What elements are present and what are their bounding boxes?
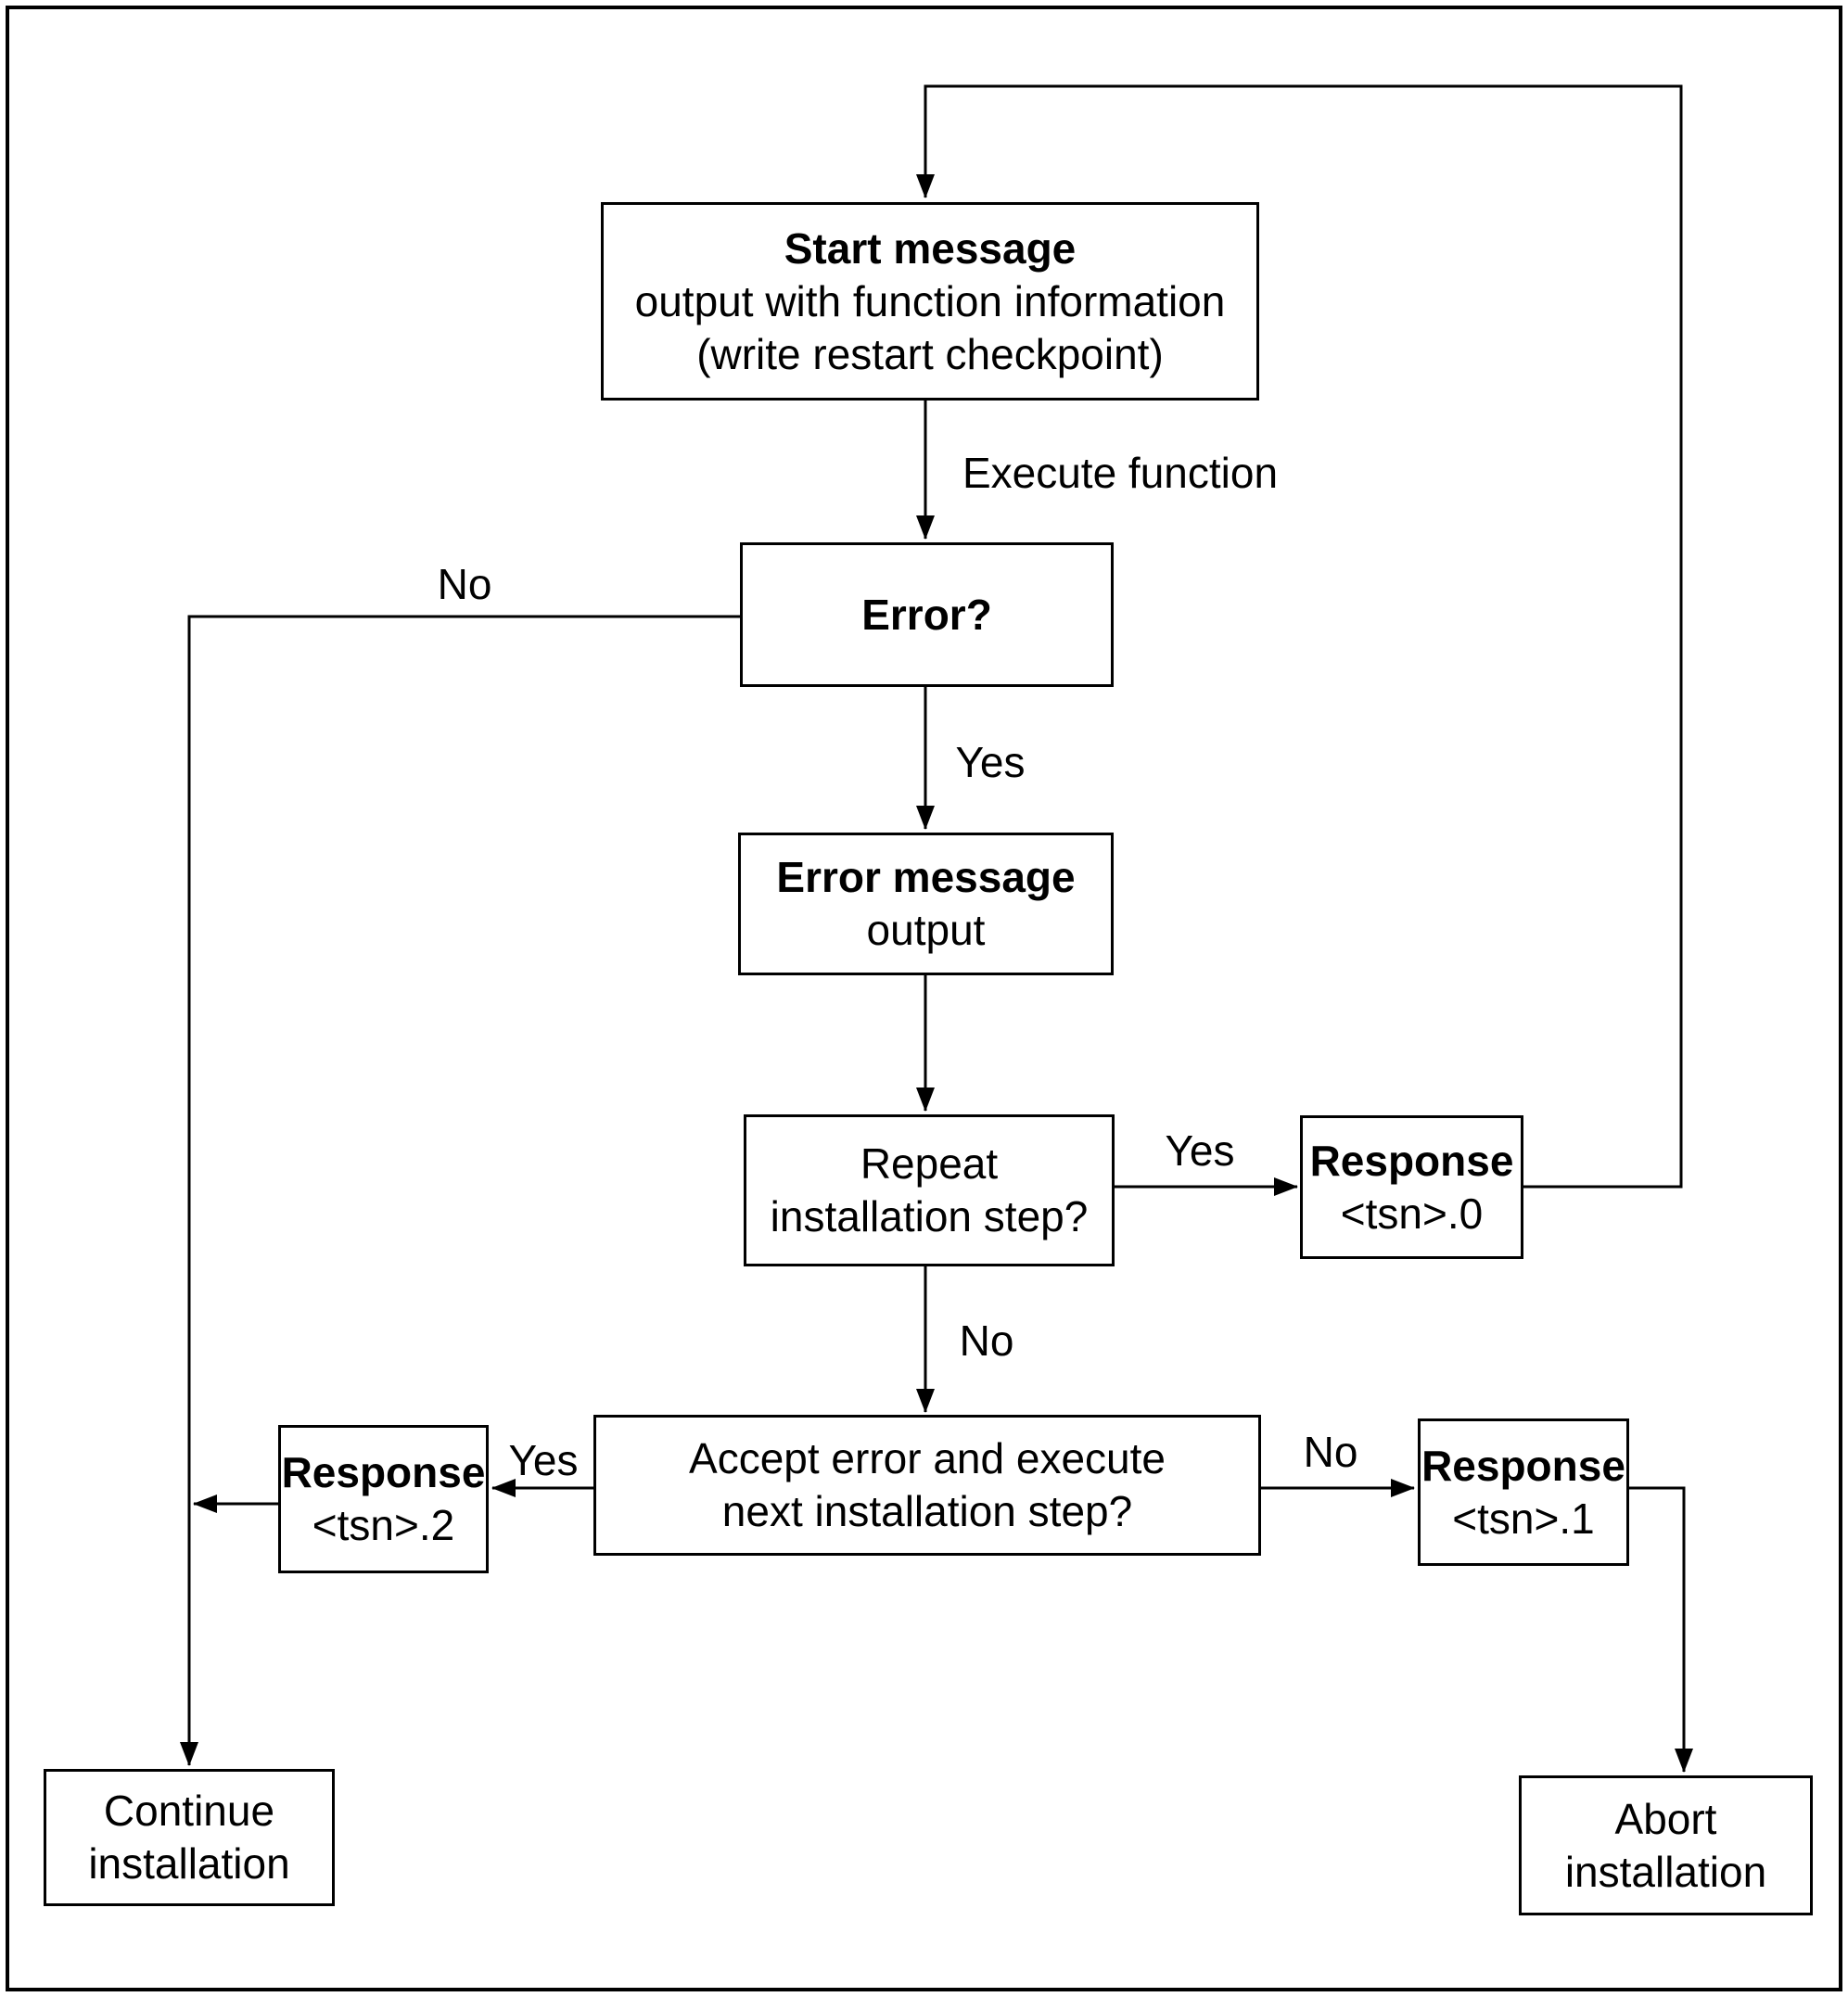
node-accept-error-line2: next installation step? — [721, 1487, 1133, 1535]
node-response-tsn0: Response <tsn>.0 — [1300, 1115, 1523, 1259]
node-response-tsn2: Response <tsn>.2 — [278, 1425, 489, 1573]
edge-response0-loop-to-start — [916, 84, 1683, 1189]
edge-response1-to-abort — [1629, 1486, 1693, 1773]
node-repeat-step-line2: installation step? — [770, 1192, 1089, 1240]
node-start-message-line3: (write restart checkpoint) — [696, 329, 1164, 378]
edge-label-error-no: No — [437, 560, 492, 608]
node-response-tsn2-line2: <tsn>.2 — [312, 1501, 455, 1549]
node-repeat-step-decision: Repeat installation step? — [744, 1114, 1115, 1266]
node-response-tsn0-title: Response — [1309, 1136, 1514, 1185]
edge-label-repeat-yes: Yes — [1165, 1126, 1235, 1175]
diagram-border — [6, 6, 1842, 1991]
node-response-tsn1-title: Response — [1421, 1441, 1625, 1490]
node-continue-installation-line2: installation — [88, 1839, 290, 1888]
node-start-message-title: Start message — [784, 223, 1077, 273]
node-repeat-step-line1: Repeat — [860, 1139, 999, 1188]
edge-label-accept-no: No — [1303, 1428, 1358, 1476]
edge-label-repeat-no: No — [959, 1316, 1014, 1365]
node-error-message: Error message output — [738, 833, 1114, 975]
node-response-tsn2-title: Response — [281, 1448, 486, 1496]
node-abort-installation: Abort installation — [1519, 1775, 1813, 1915]
node-abort-installation-line2: installation — [1564, 1847, 1767, 1896]
node-continue-installation: Continue installation — [44, 1769, 335, 1906]
node-response-tsn1-line2: <tsn>.1 — [1452, 1494, 1595, 1543]
node-error-message-title: Error message — [776, 853, 1076, 901]
node-accept-error-decision: Accept error and execute next installati… — [593, 1415, 1261, 1556]
node-accept-error-line1: Accept error and execute — [689, 1434, 1166, 1482]
node-error-decision: Error? — [740, 542, 1114, 687]
node-response-tsn1: Response <tsn>.1 — [1418, 1418, 1629, 1566]
edge-error-no-to-continue — [180, 615, 740, 1766]
node-continue-installation-line1: Continue — [103, 1787, 275, 1835]
node-error-message-line2: output — [866, 906, 986, 954]
edge-label-execute-function: Execute function — [962, 449, 1279, 497]
node-start-message-line2: output with function information — [634, 276, 1226, 325]
edge-label-accept-yes: Yes — [508, 1436, 579, 1484]
node-abort-installation-line1: Abort — [1614, 1794, 1717, 1843]
edge-label-error-yes: Yes — [955, 738, 1026, 786]
node-start-message: Start message output with function infor… — [601, 202, 1259, 401]
node-response-tsn0-line2: <tsn>.0 — [1340, 1189, 1484, 1238]
node-error-decision-title: Error? — [861, 590, 992, 639]
